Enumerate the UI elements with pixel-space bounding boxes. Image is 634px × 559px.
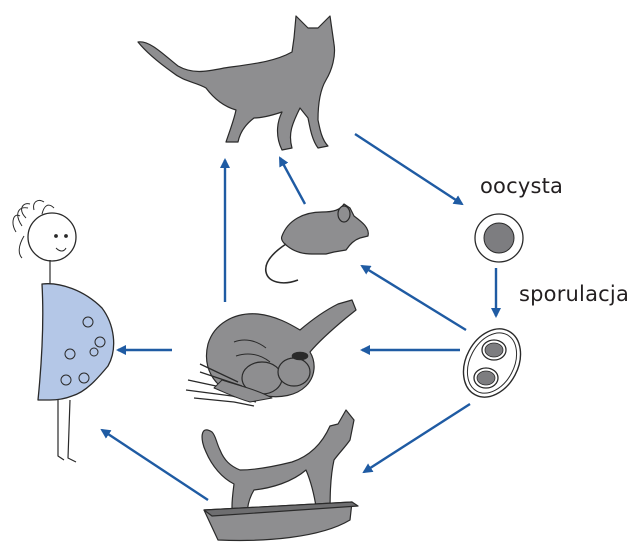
cycle-arrows bbox=[102, 134, 496, 500]
arrow-sporulated-to-litter-cat bbox=[364, 404, 470, 472]
arrow-cat-to-oocyst bbox=[355, 134, 462, 204]
standing-cat-icon bbox=[138, 16, 335, 150]
raw-poultry-icon bbox=[186, 300, 356, 406]
arrow-litter-cat-to-woman bbox=[102, 430, 208, 500]
sporulation-label: sporulacja bbox=[519, 282, 629, 306]
pregnant-woman-icon bbox=[13, 200, 114, 462]
oocyst-icon bbox=[475, 214, 523, 262]
sporulated-oocyst-icon bbox=[452, 319, 532, 407]
arrow-sporulated-to-mouse bbox=[362, 266, 466, 330]
cat-litter-box-icon bbox=[202, 410, 358, 540]
arrow-mouse-to-cat bbox=[280, 158, 305, 204]
mouse-icon bbox=[266, 204, 369, 283]
oocyst-label: oocysta bbox=[480, 174, 563, 198]
